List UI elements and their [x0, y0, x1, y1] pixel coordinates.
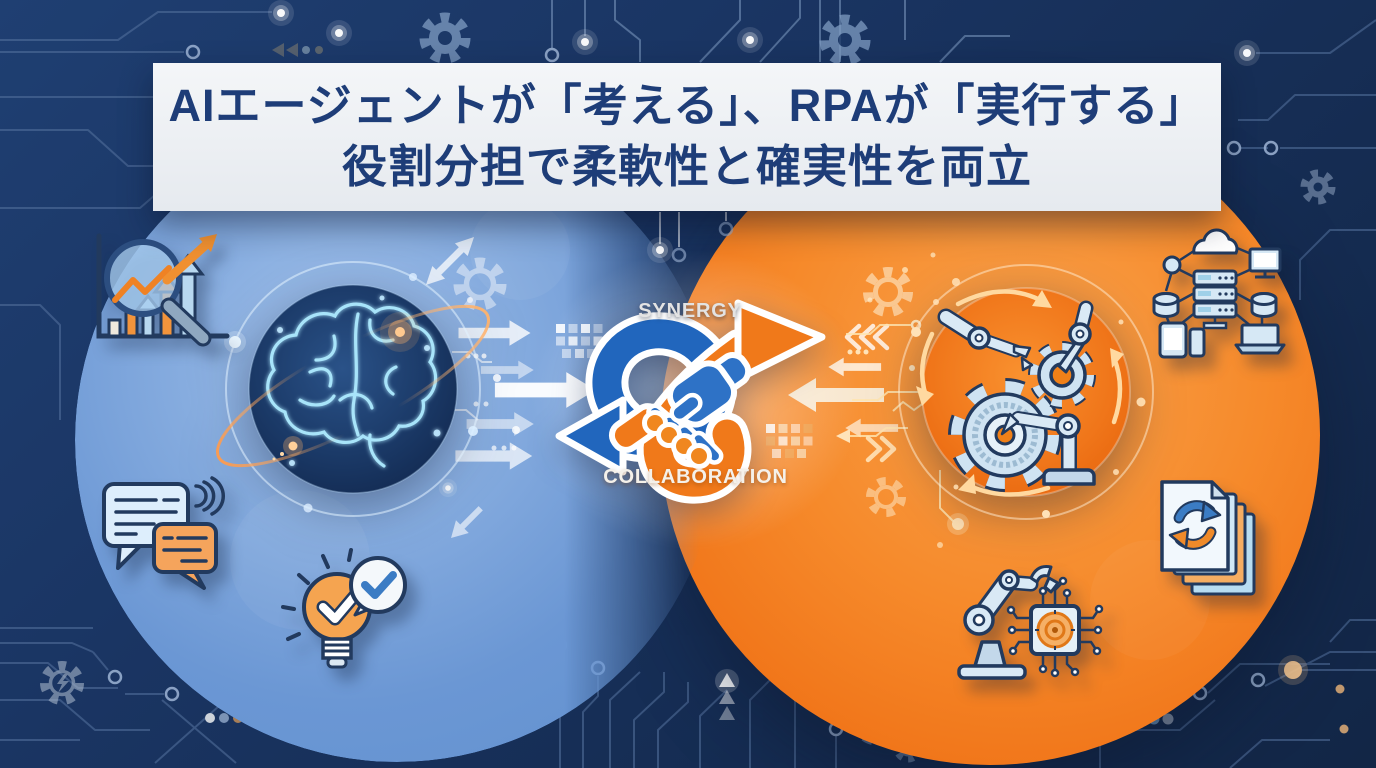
- gear-icon: [1300, 169, 1336, 205]
- title-line-1: AIエージェントが「考える」、RPAが「実行する」: [168, 80, 1206, 132]
- down-left-arrow-icon: [451, 506, 483, 538]
- gear-icon: [819, 14, 871, 66]
- gear-icon: [863, 267, 913, 317]
- spark-dots: [933, 299, 1124, 490]
- title-banner: AIエージェントが「考える」、RPAが「実行する」 役割分担で柔軟性と確実性を両…: [153, 63, 1221, 211]
- ring-nodes: [911, 278, 1146, 518]
- playback-chevrons: [272, 43, 323, 57]
- robot-arm: [1000, 411, 1096, 486]
- cycle-arrowheads: [916, 290, 1124, 494]
- large-gear: [948, 378, 1062, 492]
- robot-arm: [1057, 300, 1094, 374]
- gear-lightning-icon: [40, 661, 84, 705]
- gears-robot-arms-icon: [898, 264, 1154, 520]
- brain-icon: [215, 261, 491, 517]
- title-line-2: 役割分担で柔軟性と確実性を両立: [341, 141, 1032, 192]
- orange-arrowhead: [734, 299, 826, 383]
- ring-nodes: [224, 273, 478, 513]
- clasped-hands: [608, 352, 752, 469]
- neural-orbit: [215, 304, 491, 468]
- gear-icon: [419, 12, 471, 64]
- gear-icon: [866, 477, 906, 517]
- robot-arm-chip-icon: [957, 565, 1104, 680]
- small-gear: [1028, 341, 1096, 409]
- synergy-label: SYNERGY: [638, 300, 742, 322]
- collaboration-label: COLLABORATION: [603, 466, 788, 488]
- document-sync-icon: [1160, 480, 1256, 596]
- gear-icon: [453, 257, 507, 311]
- lightbulb-check-icon: [281, 548, 407, 669]
- handshake-arrows-icon: [555, 299, 826, 504]
- network-devices-icon: [1152, 228, 1286, 359]
- chat-bubbles-icon: [102, 476, 225, 590]
- robot-arm: [937, 308, 1034, 372]
- analytics-magnifier-icon: [96, 233, 230, 347]
